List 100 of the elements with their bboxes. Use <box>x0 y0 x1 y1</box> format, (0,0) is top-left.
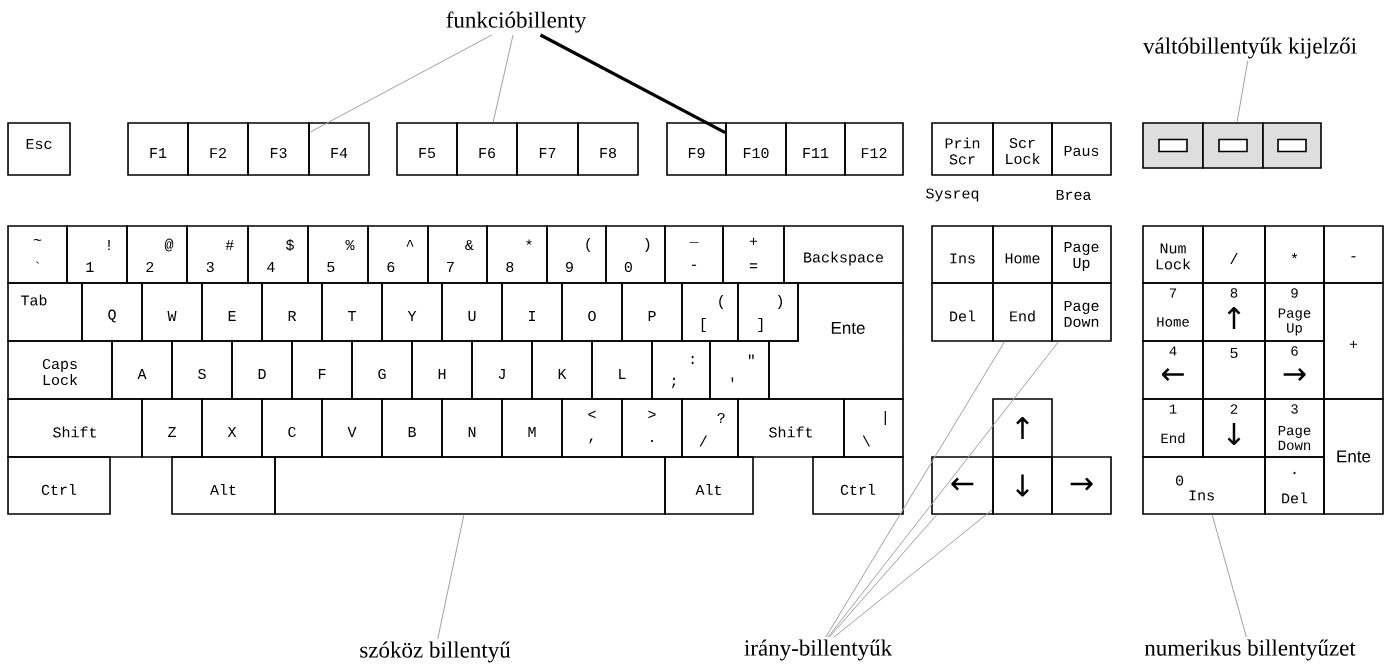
key: D <box>231 340 293 400</box>
key: 1 ! <box>66 225 128 284</box>
key: F8 <box>577 122 639 176</box>
key: Ins <box>931 225 994 284</box>
key: Paus <box>1051 122 1112 176</box>
key: Shift <box>737 398 845 458</box>
leader-line <box>437 514 465 640</box>
key: > . <box>621 398 683 458</box>
key: Prin Scr <box>931 122 994 176</box>
key: / ? <box>681 398 739 458</box>
key: Page Down <box>1051 282 1112 342</box>
key: G <box>351 340 413 400</box>
key: Page Up <box>1051 225 1112 284</box>
key: 6 ^ <box>367 225 429 284</box>
key: Scr Lock <box>992 122 1053 176</box>
key: Q <box>81 282 143 342</box>
key: 2 @ <box>126 225 188 284</box>
leader-line <box>309 34 493 133</box>
key: 9 Page Up <box>1264 282 1325 342</box>
key: F1 <box>127 122 189 176</box>
key: → <box>1051 456 1112 515</box>
leader-line <box>827 341 1059 638</box>
key: ← <box>931 456 994 515</box>
leader-line <box>828 514 938 638</box>
key: L <box>591 340 653 400</box>
key: F9 <box>666 122 727 176</box>
key: End <box>992 282 1053 342</box>
key: 3 Page Down <box>1264 398 1325 458</box>
key: 4 ← <box>1142 340 1204 400</box>
key: . Del <box>1264 456 1325 515</box>
key: B <box>381 398 443 458</box>
key: F12 <box>844 122 904 176</box>
key: C <box>261 398 323 458</box>
key: F7 <box>516 122 579 176</box>
key: Num Lock <box>1142 225 1204 284</box>
key: + = <box>722 225 785 284</box>
key: Ente <box>1323 398 1384 515</box>
indicator-light <box>1142 122 1204 169</box>
key: F10 <box>725 122 787 176</box>
key: H <box>411 340 473 400</box>
key: 8 * <box>486 225 548 284</box>
key: F4 <box>308 122 370 176</box>
key: 0 ) <box>605 225 666 284</box>
key: F6 <box>456 122 518 176</box>
callout-label: szóköz billentyű <box>360 641 511 663</box>
key: 6 → <box>1264 340 1325 400</box>
key: ↓ <box>992 456 1053 515</box>
key: J <box>471 340 533 400</box>
key: Shift <box>7 398 143 458</box>
indicator-light <box>1202 122 1264 169</box>
key: 3 # <box>186 225 249 284</box>
key: R <box>261 282 323 342</box>
key: 7 Home <box>1142 282 1204 342</box>
key: + <box>1323 282 1384 400</box>
key: Z <box>141 398 203 458</box>
key: Tab <box>7 282 83 342</box>
key: < , <box>561 398 623 458</box>
key: V <box>321 398 383 458</box>
key: W <box>141 282 203 342</box>
key: Y <box>381 282 443 342</box>
key: F <box>291 340 353 400</box>
key: 4 $ <box>247 225 309 284</box>
key: F3 <box>247 122 310 176</box>
key: Alt <box>171 456 276 515</box>
key: Ctrl <box>7 456 111 515</box>
key: O <box>561 282 623 342</box>
key-caption: Sysreq <box>926 188 979 202</box>
leader-line <box>1211 514 1247 638</box>
key: 8 ↑ <box>1202 282 1266 342</box>
key: ] ) <box>737 282 799 342</box>
key: Alt <box>664 456 754 515</box>
leader-line <box>825 341 1005 638</box>
key: 1 End <box>1142 398 1204 458</box>
callout-label: váltóbillentyűk kijelzői <box>1143 37 1357 59</box>
key: P <box>621 282 683 342</box>
key: 5 % <box>307 225 369 284</box>
indicator-light <box>1262 122 1322 169</box>
key: S <box>171 340 233 400</box>
key: 2 ↓ <box>1202 398 1266 458</box>
key: U <box>441 282 503 342</box>
key: ' " <box>709 340 770 400</box>
key: 9 ( <box>546 225 607 284</box>
key: X <box>201 398 263 458</box>
key: Del <box>931 282 994 342</box>
key: * <box>1264 225 1325 284</box>
key: Home <box>992 225 1053 284</box>
key: Caps Lock <box>7 340 113 400</box>
callout-label: numerikus billentyűzet <box>1144 639 1356 661</box>
key: Ctrl <box>812 456 904 515</box>
leader-line <box>539 33 726 135</box>
key: M <box>501 398 563 458</box>
key: / <box>1202 225 1266 284</box>
key: 5 <box>1202 340 1266 400</box>
key: - <box>1323 225 1384 284</box>
key-caption: Brea <box>1056 190 1091 200</box>
key: ~ ` <box>7 225 68 284</box>
key: ↑ <box>992 398 1053 458</box>
key: T <box>321 282 383 342</box>
key: N <box>441 398 503 458</box>
callout-label: irány-billentyűk <box>744 639 893 661</box>
